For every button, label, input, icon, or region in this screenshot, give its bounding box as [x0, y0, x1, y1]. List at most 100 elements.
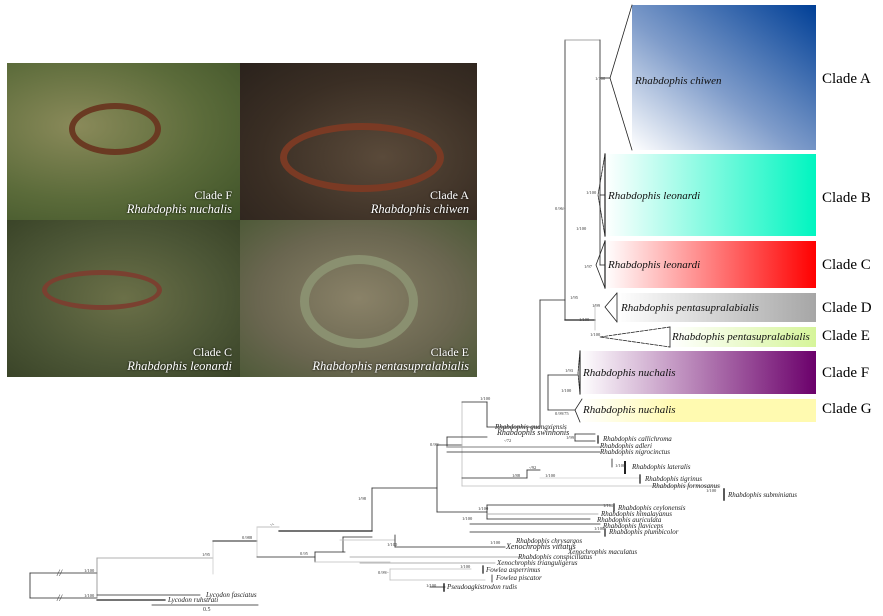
- support-value: 1/99: [566, 435, 575, 440]
- taxon-label: Rhabdophis callichroma: [602, 435, 672, 443]
- support-value: 1/100: [84, 568, 95, 573]
- taxon-label: Rhabdophis chrysargos: [515, 537, 582, 545]
- clade-f-label: Clade F: [822, 365, 870, 381]
- taxon-label: Rhabdophis ceylonensis: [617, 504, 686, 512]
- scale-bar-label: 0.5: [203, 607, 211, 613]
- support-value: 1/100: [84, 593, 95, 598]
- support-value: 1/93: [565, 368, 574, 373]
- clade-b-box: Rhabdophis leonardi: [605, 154, 816, 236]
- support-value: 1/100: [579, 317, 590, 322]
- taxon-label: Lycodon fasciatus: [205, 591, 257, 599]
- photo-clade-label: Clade E: [430, 345, 469, 359]
- clade-species-label: Rhabdophis leonardi: [608, 190, 701, 202]
- support-value: 0.96/-: [555, 206, 566, 211]
- support-value: 1/100: [480, 396, 491, 401]
- taxon-label: Rhabdophis himalayanus: [600, 510, 672, 518]
- taxon-label: Rhabdophis tigrinus: [644, 475, 702, 483]
- snake-image: [42, 270, 162, 310]
- taxon-label: Rhabdophis swinhonis: [496, 428, 569, 437]
- support-value: 1/95: [202, 552, 211, 557]
- clade-species-label: Rhabdophis pentasupralabialis: [672, 331, 810, 343]
- support-value: 1/100: [460, 564, 471, 569]
- support-values: 1/95 0.96/- 1/100 1/100 1/100 1/97 1/99 …: [84, 76, 717, 598]
- support-value: 1/100: [387, 542, 398, 547]
- support-value: 1/100: [478, 506, 489, 511]
- taxon-label: Fowlea asperrimus: [485, 566, 541, 574]
- taxon-label: Xenochrophis vittatus: [505, 542, 576, 551]
- support-value: 1/100: [490, 540, 501, 545]
- clade-species-label: Rhabdophis leonardi: [608, 259, 701, 271]
- support-value: 1/100: [545, 473, 556, 478]
- clade-c-label: Clade C: [822, 257, 871, 273]
- support-value: 1/100: [594, 526, 605, 531]
- photo-species-label: Rhabdophis leonardi: [127, 359, 232, 373]
- support-value: 1/95: [570, 295, 579, 300]
- support-value: 1/100: [595, 76, 606, 81]
- support-value: 0.99/-: [378, 570, 389, 575]
- branch-break-mark: //: [56, 593, 64, 603]
- taxon-label: Fowlea piscator: [495, 574, 542, 582]
- taxon-label: Xenochrophis maculatus: [567, 548, 637, 556]
- support-value: -/92: [529, 465, 536, 470]
- taxon-label: Rhabdophis conspicillatus: [517, 553, 592, 561]
- clade-f-box: Rhabdophis nuchalis: [580, 351, 816, 394]
- taxon-label: Rhabdophis auriculata: [596, 516, 662, 524]
- photo-clade-label: Clade C: [193, 345, 232, 359]
- photo-clade-label: Clade F: [194, 188, 232, 202]
- taxon-label: Rhabdophis lateralis: [631, 463, 691, 471]
- support-value: 1/100: [561, 388, 572, 393]
- support-value: 1/100: [426, 583, 437, 588]
- support-value: 0.99/75: [555, 411, 569, 416]
- support-value: 1/99: [592, 303, 601, 308]
- support-value: 0.988: [242, 535, 253, 540]
- clade-g-label: Clade G: [822, 401, 872, 417]
- clade-a-label: Clade A: [822, 71, 871, 87]
- clade-species-label: Rhabdophis chiwen: [635, 75, 722, 87]
- support-value: 1/100: [462, 516, 473, 521]
- tree-branches: [29, 4, 725, 606]
- support-value: 1/100: [590, 332, 601, 337]
- snake-image: [280, 123, 444, 192]
- taxon-label: Lycodon ruhstrati: [167, 596, 218, 604]
- support-value: 1/100: [576, 226, 587, 231]
- photo-species-label: Rhabdophis nuchalis: [126, 202, 232, 216]
- clade-a-box: Rhabdophis chiwen: [632, 5, 816, 150]
- support-value: 1/97: [584, 264, 593, 269]
- clade-g-box: Rhabdophis nuchalis: [580, 399, 816, 422]
- support-value: 1/100: [706, 488, 717, 493]
- clade-d-label: Clade D: [822, 300, 872, 316]
- taxon-label: Rhabdophis subminiatus: [727, 491, 797, 499]
- clade-species-label: Rhabdophis pentasupralabialis: [621, 302, 759, 314]
- taxon-label: Rhabdophis plumbicolor: [608, 528, 679, 536]
- taxon-label: Rhabdophis adleri: [599, 442, 652, 450]
- support-value: 0.99/-: [430, 442, 441, 447]
- clade-b-label: Clade B: [822, 190, 871, 206]
- taxon-label: Rhabdophis formosanus: [651, 482, 720, 490]
- taxon-label: Pseudoagkistrodon rudis: [446, 583, 517, 591]
- snake-image: [300, 255, 418, 348]
- photo-species-label: Rhabdophis chiwen: [370, 202, 469, 216]
- clade-species-label: Rhabdophis nuchalis: [583, 367, 676, 379]
- support-value: 0.95: [300, 551, 309, 556]
- support-value: 1/88: [512, 473, 521, 478]
- taxon-label: Xenochrophis trianguligerus: [496, 559, 578, 567]
- snake-image: [69, 103, 161, 155]
- support-value: 1/100: [586, 190, 597, 195]
- clade-species-label: Rhabdophis nuchalis: [583, 404, 676, 416]
- photo-clade-label: Clade A: [430, 188, 469, 202]
- support-value: -/-: [270, 522, 275, 527]
- support-value: 1/100: [603, 503, 614, 508]
- support-value: 1/100: [615, 463, 626, 468]
- taxon-labels: Rhabdophis guangxiensis Rhabdophis swinh…: [167, 423, 797, 604]
- support-value: 1/98: [358, 496, 367, 501]
- photo-species-label: Rhabdophis pentasupralabialis: [312, 359, 469, 373]
- taxon-label: Rhabdophis guangxiensis: [494, 423, 567, 431]
- taxon-label: Rhabdophis nigrocinctus: [599, 448, 670, 456]
- support-value: -/72: [504, 438, 511, 443]
- branch-break-mark: //: [56, 568, 64, 578]
